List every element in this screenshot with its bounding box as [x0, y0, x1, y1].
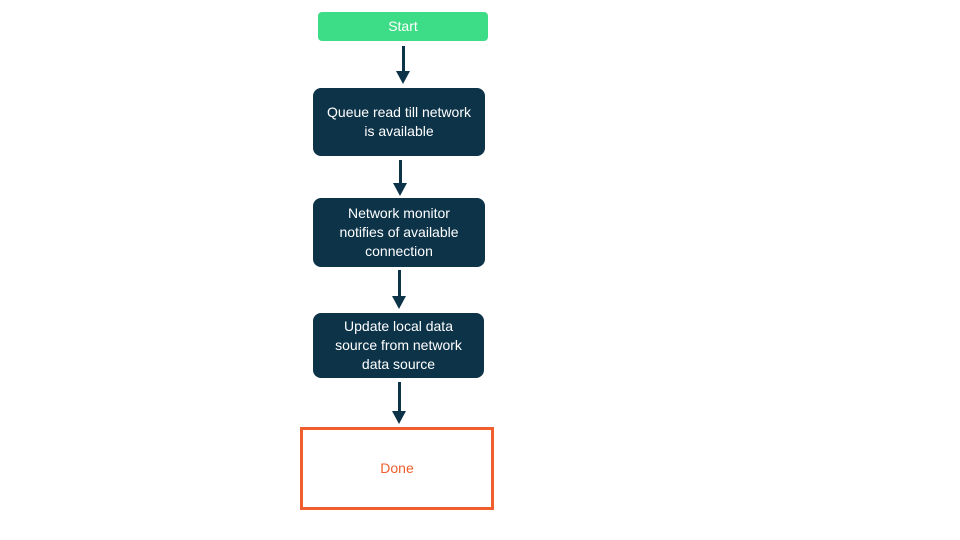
- arrow-stem: [397, 270, 401, 296]
- connector-start-to-queue: [396, 46, 410, 84]
- connector-update-to-done: [392, 382, 406, 424]
- arrow-down-icon: [392, 296, 406, 309]
- connector-monitor-to-update: [392, 270, 406, 309]
- node-update-local-data-label: Update local data source from network da…: [335, 318, 462, 372]
- arrow-stem: [401, 46, 405, 71]
- node-network-monitor-label: Network monitor notifies of available co…: [339, 205, 459, 259]
- node-start-label: Start: [388, 18, 418, 34]
- node-done: Done: [300, 427, 494, 510]
- connector-queue-to-monitor: [393, 160, 407, 196]
- node-update-local-data: Update local data source from network da…: [313, 313, 484, 378]
- arrow-stem: [397, 382, 401, 411]
- node-done-label: Done: [380, 460, 414, 476]
- node-start: Start: [318, 12, 488, 41]
- arrow-stem: [398, 160, 402, 183]
- arrow-down-icon: [396, 71, 410, 84]
- node-queue-read: Queue read till network is available: [313, 88, 485, 156]
- node-network-monitor: Network monitor notifies of available co…: [313, 198, 485, 267]
- node-queue-read-label: Queue read till network is available: [327, 104, 471, 139]
- arrow-down-icon: [392, 411, 406, 424]
- arrow-down-icon: [393, 183, 407, 196]
